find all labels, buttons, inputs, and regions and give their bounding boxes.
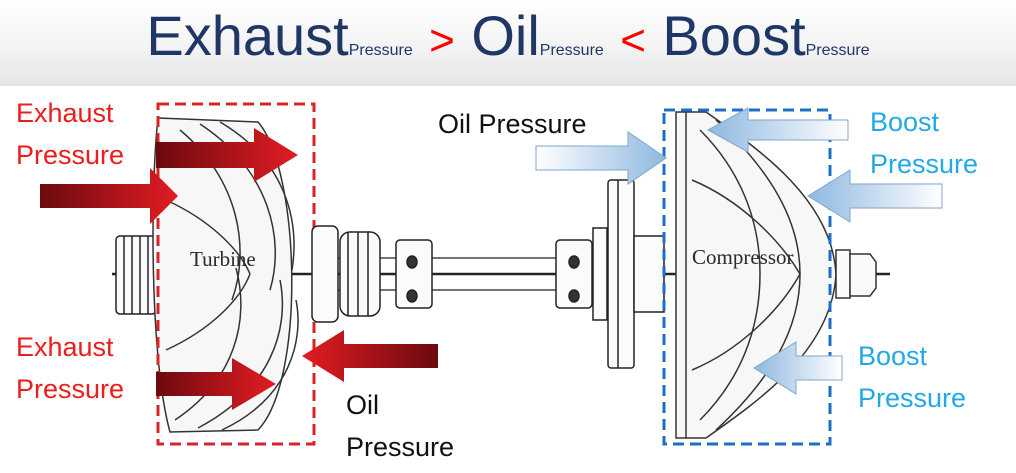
compressor-label: Compressor xyxy=(692,245,794,269)
less-than-sign: < xyxy=(620,16,646,65)
page-title: ExhaustPressure > OilPressure < BoostPre… xyxy=(0,8,1016,64)
boost-word: Boost xyxy=(858,341,928,371)
pressure-word: Pressure xyxy=(16,374,125,404)
exhaust-arrow-oil-pressure xyxy=(302,330,438,382)
title-exhaust-sub: Pressure xyxy=(348,42,413,59)
greater-than-sign: > xyxy=(429,16,455,65)
exhaust-pressure-label-bottom: Exhaust Pressure xyxy=(16,326,124,410)
boost-arrow-middle xyxy=(807,169,943,223)
exhaust-arrow-top-right xyxy=(156,128,298,182)
boost-word: Boost xyxy=(870,107,940,137)
center-section xyxy=(311,179,665,369)
boost-arrow-top xyxy=(706,107,849,153)
title-boost: Boost xyxy=(662,4,806,67)
pressure-word: Pressure xyxy=(870,149,979,179)
exhaust-arrow-bottom-right xyxy=(156,358,276,410)
title-boost-sub: Pressure xyxy=(805,42,870,59)
boost-pressure-label-top: Boost Pressure xyxy=(870,101,978,185)
pressure-word: Pressure xyxy=(858,383,967,413)
title-banner: ExhaustPressure > OilPressure < BoostPre… xyxy=(0,0,1016,86)
turbine-nut xyxy=(115,235,157,315)
title-oil: Oil xyxy=(471,4,540,67)
boost-pressure-arrows xyxy=(535,107,943,395)
turbine-label: Turbine xyxy=(190,247,256,271)
compressor-boundary xyxy=(662,108,832,446)
oil-pressure-label-bottom: Oil Pressure xyxy=(346,384,454,468)
exhaust-word: Exhaust xyxy=(16,332,114,362)
turbine-wheel xyxy=(152,117,299,433)
compressor-wheel xyxy=(675,111,877,439)
oil-word: Oil xyxy=(346,390,379,420)
title-exhaust: Exhaust xyxy=(146,4,349,67)
boost-arrow-bottom xyxy=(753,341,843,395)
exhaust-pressure-label-top: Exhaust Pressure xyxy=(16,92,124,176)
exhaust-pressure-arrows xyxy=(40,128,438,410)
title-oil-sub: Pressure xyxy=(539,42,604,59)
boost-pressure-label-bottom: Boost Pressure xyxy=(858,335,966,419)
oil-pressure-label-top: Oil Pressure xyxy=(438,109,587,139)
pressure-word: Pressure xyxy=(346,432,455,462)
oil-pressure-arrow-compressor xyxy=(535,131,667,185)
pressure-word: Pressure xyxy=(16,140,125,170)
exhaust-arrow-inlet xyxy=(40,168,178,224)
exhaust-word: Exhaust xyxy=(16,98,114,128)
